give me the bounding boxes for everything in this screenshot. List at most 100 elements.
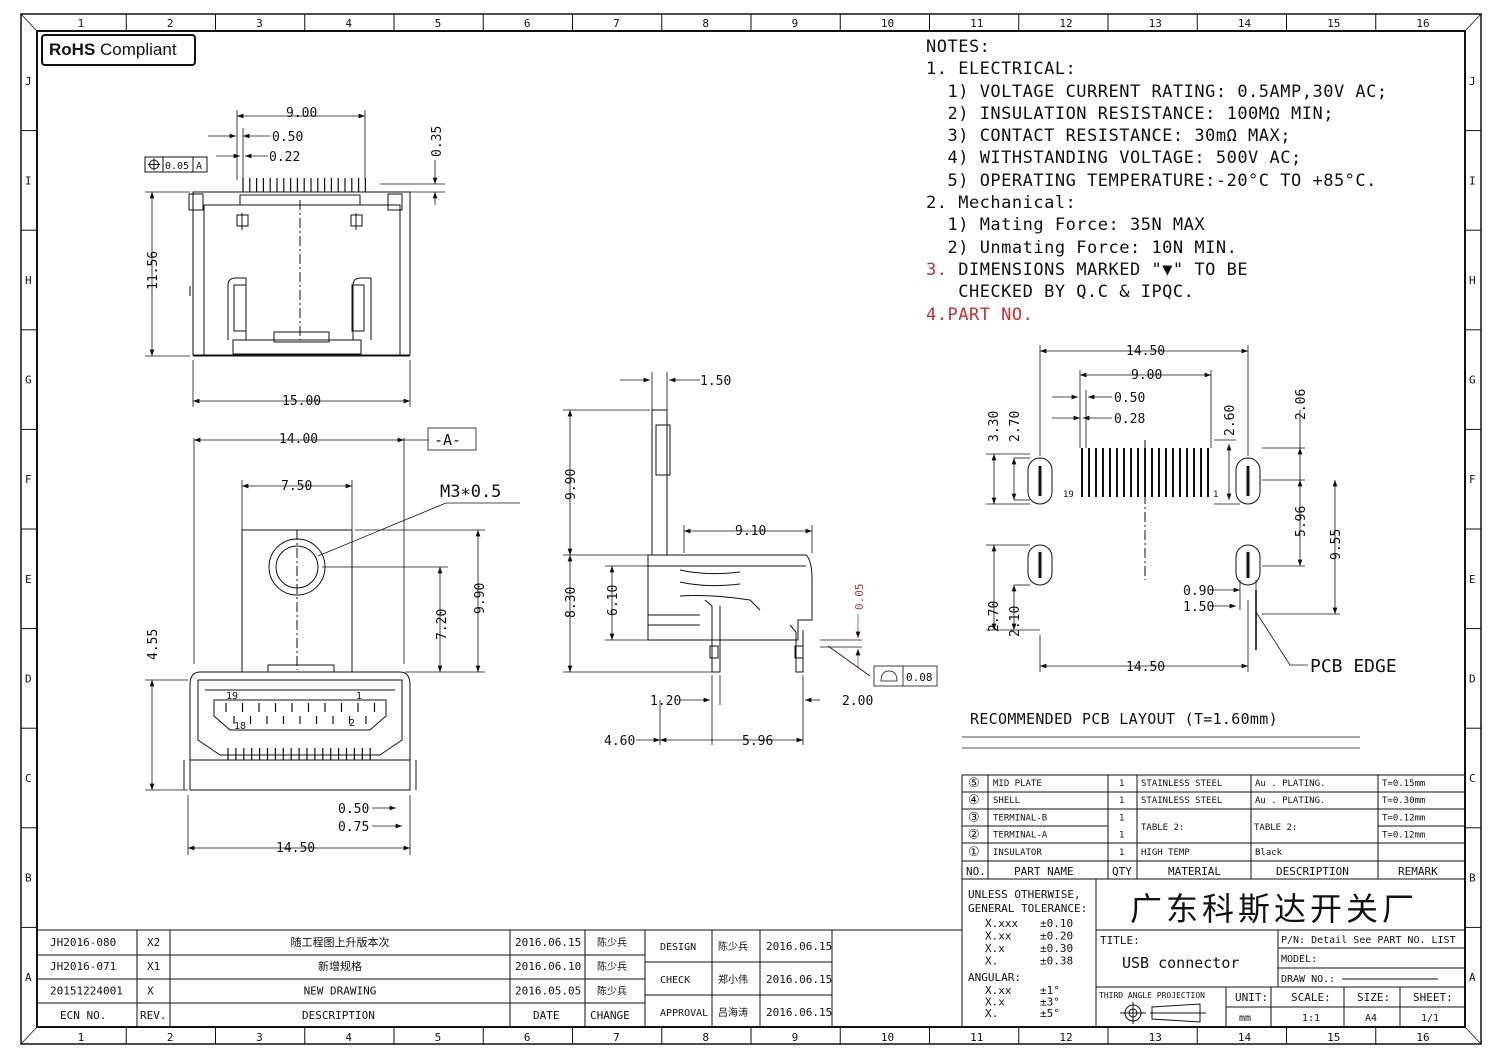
- dim-2-60: 2.60: [1223, 405, 1238, 436]
- bom-description: Black: [1255, 848, 1283, 858]
- grid-col-label: 11: [970, 1031, 983, 1044]
- bom-remark: T=0.15mm: [1382, 779, 1425, 789]
- bom-qty: 1: [1119, 848, 1124, 858]
- rev-description: 随工程图上升版本次: [291, 935, 390, 949]
- pin-18-label: 18: [234, 721, 246, 732]
- grid-col-label: 4: [345, 1031, 352, 1044]
- notes-electrical-5: 5) OPERATING TEMPERATURE:-20°C TO +85°C.: [947, 170, 1377, 191]
- bom-part-name: TERMINAL-A: [993, 831, 1048, 841]
- grid-col-label: 15: [1327, 17, 1340, 30]
- grid-row-label: J: [1469, 75, 1476, 88]
- approval-role: APPROVAL: [660, 1008, 708, 1019]
- approval-date: 2016.06.15: [766, 1006, 832, 1019]
- grid-row-label: E: [1469, 573, 1476, 586]
- scale-label: SCALE:: [1291, 991, 1331, 1004]
- rev-header-change: CHANGE: [590, 1009, 630, 1022]
- rev-code: X: [147, 984, 154, 997]
- grid-row-label: C: [25, 772, 32, 785]
- rev-date: 2016.06.10: [515, 960, 581, 973]
- grid-col-label: 6: [524, 17, 531, 30]
- side-view: [647, 409, 813, 673]
- tolerance-key: X.x: [985, 942, 1005, 955]
- bom-remark: T=0.30mm: [1382, 796, 1425, 806]
- approval-date: 2016.06.15: [766, 940, 832, 953]
- angle-value: ±3°: [1040, 996, 1060, 1009]
- dim-2-00: 2.00: [842, 694, 873, 709]
- bom-remark: T=0.12mm: [1382, 813, 1425, 823]
- position-tolerance-frame: 0.05 A: [144, 156, 208, 173]
- approval-name: 陈少兵: [718, 940, 748, 953]
- rev-header-date: DATE: [533, 1009, 560, 1022]
- dim-1-20: 1.20: [650, 694, 681, 709]
- dim-3-30: 3.30: [987, 411, 1002, 442]
- grid-col-label: 16: [1416, 1031, 1429, 1044]
- grid-col-label: 1: [78, 1031, 85, 1044]
- grid-row-label: B: [25, 872, 32, 885]
- dim-7-50: 7.50: [281, 479, 312, 494]
- grid-row-label: J: [25, 75, 32, 88]
- grid-labels: 1122334455667788991010111112121313141415…: [25, 17, 1476, 1044]
- tolerance-rows: X.xxx±0.10X.xx±0.20X.x±0.30X.±0.38X.xx±1…: [985, 917, 1073, 1020]
- grid-col-label: 7: [613, 1031, 620, 1044]
- rev-date: 2016.05.05: [515, 984, 581, 997]
- grid-col-label: 3: [256, 17, 263, 30]
- grid-col-label: 14: [1238, 17, 1252, 30]
- pcb-pin-1: 1: [1213, 490, 1218, 500]
- grid-col-label: 2: [167, 1031, 174, 1044]
- dim-0-50: 0.50: [272, 130, 303, 145]
- rev-ecn: JH2016-080: [50, 936, 116, 949]
- bom-description: Au . PLATING.: [1255, 779, 1325, 789]
- grid-row-label: A: [25, 971, 32, 984]
- notes-mechanical-1: 1) Mating Force: 35N MAX: [947, 215, 1206, 236]
- grid-col-label: 13: [1149, 1031, 1162, 1044]
- pin-1-label: 1: [356, 691, 362, 702]
- dim-0-22: 0.22: [269, 150, 300, 165]
- bom-no: ③: [968, 810, 980, 825]
- grid-row-label: I: [1469, 174, 1476, 187]
- bom-header-name: PART NAME: [1014, 865, 1074, 878]
- grid-col-label: 7: [613, 17, 620, 30]
- dim-9-00: 9.00: [1131, 368, 1162, 383]
- rev-changed-by: 陈少兵: [597, 960, 627, 973]
- grid-col-label: 10: [881, 17, 894, 30]
- grid-col-label: 14: [1238, 1031, 1252, 1044]
- bom-qty: 1: [1119, 779, 1124, 789]
- tolerance-title-2: GENERAL TOLERANCE:: [968, 902, 1087, 915]
- grid-row-label: H: [25, 274, 32, 287]
- bom-material: STAINLESS STEEL: [1141, 796, 1222, 806]
- rohs-label: RoHS: [49, 40, 96, 59]
- dim-1-50: 1.50: [1183, 600, 1214, 615]
- bom-header-no: NO.: [966, 865, 986, 878]
- approval-role: DESIGN: [660, 942, 696, 953]
- top-view-dims: [145, 110, 445, 407]
- rev-header-description: DESCRIPTION: [302, 1009, 375, 1022]
- bom-material: HIGH TEMP: [1141, 848, 1190, 858]
- screw-spec: M3∗0.5: [440, 482, 501, 502]
- front-view-labels: 14.00 -A- 7.50 M3∗0.5 7.20 9.90 4.55 0.5…: [146, 431, 501, 856]
- front-view: [183, 529, 417, 791]
- dim-9-90: 9.90: [564, 469, 579, 500]
- draw-no-label: DRAW NO.:: [1281, 974, 1335, 985]
- bom-header-qty: QTY: [1112, 865, 1132, 878]
- grid-row-label: I: [25, 174, 32, 187]
- grid-row-label: C: [1469, 772, 1476, 785]
- grid-row-label: B: [1469, 872, 1476, 885]
- grid-row-label: A: [1469, 971, 1476, 984]
- bom-qty: 1: [1119, 831, 1124, 841]
- pcb-dims: [962, 345, 1360, 749]
- grid-row-label: F: [1469, 473, 1476, 486]
- rev-description: 新增规格: [318, 959, 362, 973]
- notes-mechanical-title: 2. Mechanical:: [926, 193, 1077, 214]
- rev-code: X1: [147, 960, 160, 973]
- title-value: USB connector: [1122, 954, 1239, 972]
- projection-label: THIRD ANGLE PROJECTION: [1099, 991, 1205, 1000]
- grid-row-label: E: [25, 573, 32, 586]
- top-view-pins: [242, 178, 366, 192]
- front-view-contacts-bottom: [227, 748, 371, 760]
- sheet-label: SHEET:: [1413, 991, 1453, 1004]
- pcb-labels: 14.50 9.00 0.50 0.28 3.30 2.70 2.60 2.06…: [987, 344, 1397, 677]
- part-number: P/N: Detail See PART NO. LIST: [1281, 935, 1456, 946]
